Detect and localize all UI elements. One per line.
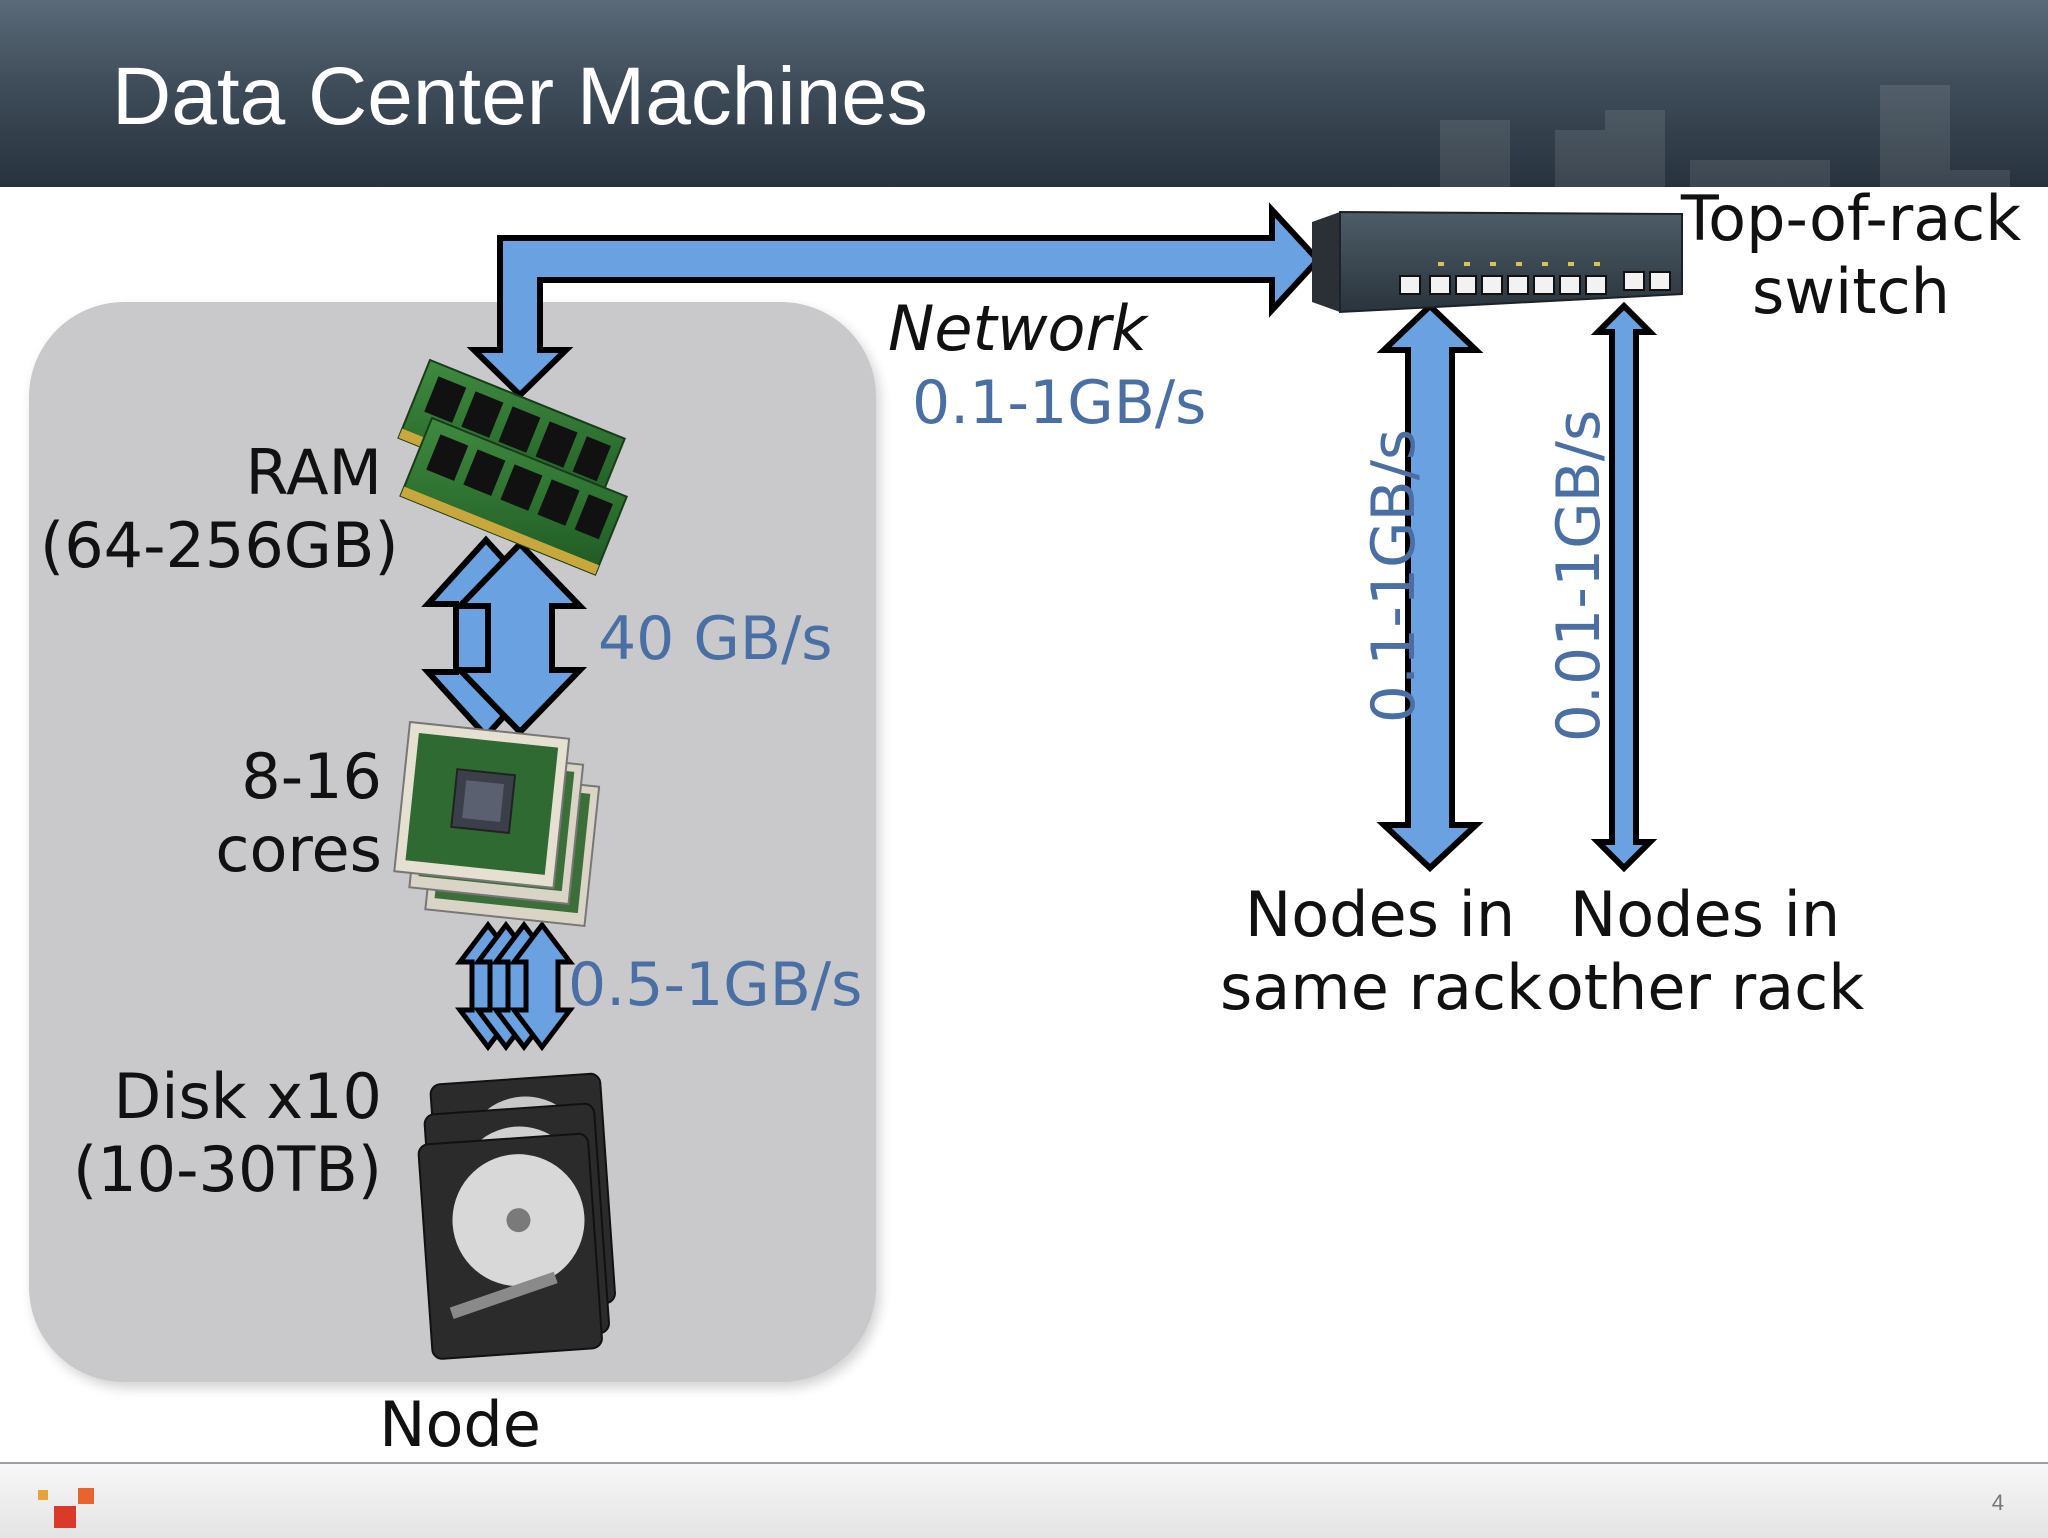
cpu-count-text: 8-16 [241, 740, 382, 813]
same-rack-arrow [1376, 301, 1484, 873]
ram-size-text: (64-256GB) [40, 509, 399, 583]
slide-title: Data Center Machines [112, 51, 928, 142]
disk-icon [417, 1072, 616, 1360]
cpu-disk-bandwidth: 0.5-1GB/s [568, 950, 863, 1020]
other-rack-line2: other rack [1545, 951, 1865, 1025]
ram-label: RAM (64-256GB) [40, 436, 399, 583]
cpu-icon [393, 720, 601, 928]
same-rack-label: Nodes in same rack [1220, 878, 1543, 1025]
page-number: 4 [1991, 1490, 2004, 1515]
slide-header: Data Center Machines [0, 0, 2048, 187]
same-rack-bandwidth: 0.1-1GB/s [1359, 428, 1429, 724]
ram-cpu-arrow [421, 535, 588, 741]
network-arrow [466, 202, 1323, 400]
cpu-label: 8-16 cores [40, 740, 382, 886]
same-rack-line1: Nodes in [1244, 878, 1516, 951]
network-label: Network [888, 292, 1147, 365]
cpu-cores-text: cores [215, 813, 382, 887]
node-label: Node [379, 1388, 541, 1461]
switch-label-line1: Top-of-rack [1680, 182, 2022, 255]
other-rack-label: Nodes in other rack [1540, 878, 1870, 1024]
ram-label-text: RAM [245, 436, 382, 509]
disk-label: Disk x10 (10-30TB) [40, 1060, 382, 1206]
other-rack-arrow [1590, 301, 1658, 873]
other-rack-bandwidth: 0.01-1GB/s [1544, 409, 1614, 743]
switch-label: Top-of-rack switch [1666, 182, 2036, 328]
disk-label-text: Disk x10 [113, 1060, 382, 1133]
logo-icon [38, 1488, 94, 1528]
ram-cpu-bandwidth: 40 GB/s [598, 604, 833, 674]
same-rack-line2: same rack [1220, 951, 1543, 1025]
switch-icon [1312, 210, 1683, 314]
network-bandwidth: 0.1-1GB/s [912, 368, 1207, 438]
cpu-disk-arrow [454, 920, 576, 1052]
disk-size-text: (10-30TB) [73, 1133, 382, 1207]
slide-footer: 4 [0, 1462, 2048, 1538]
switch-label-line2: switch [1752, 255, 1950, 329]
ram-icon [397, 358, 629, 576]
other-rack-line1: Nodes in [1569, 878, 1841, 951]
